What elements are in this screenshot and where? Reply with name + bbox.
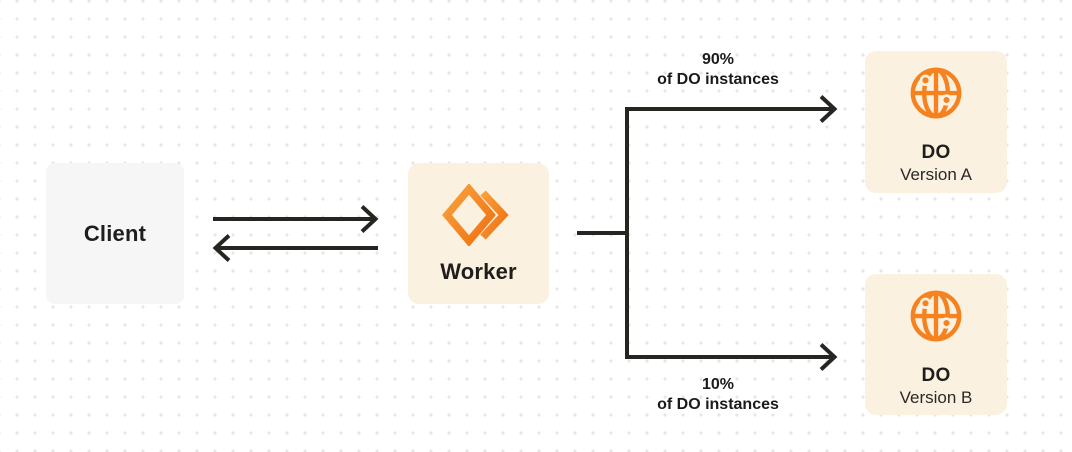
split-connector bbox=[577, 107, 833, 359]
globe-icon bbox=[908, 288, 964, 344]
client-node: Client bbox=[46, 163, 184, 304]
client-label: Client bbox=[83, 220, 147, 246]
do-version-b-node: DO Version B bbox=[865, 274, 1007, 415]
branch-10-caption: of DO instances bbox=[657, 396, 779, 413]
worker-label: Worker bbox=[440, 258, 517, 284]
branch-90-percent: 90% bbox=[701, 51, 735, 68]
do-a-title: DO bbox=[921, 142, 951, 163]
branch-90-caption: of DO instances bbox=[657, 71, 779, 88]
worker-node: Worker bbox=[408, 163, 549, 304]
globe-icon bbox=[908, 65, 964, 121]
arrow-to-do-version-a bbox=[819, 95, 838, 123]
do-b-title: DO bbox=[921, 365, 951, 386]
arrow-worker-to-client bbox=[212, 234, 378, 262]
do-a-subtitle: Version A bbox=[900, 165, 972, 184]
branch-10-percent: 10% bbox=[701, 376, 735, 393]
branch-10-label: 10% of DO instances bbox=[598, 375, 838, 415]
cloudflare-workers-icon bbox=[441, 183, 517, 246]
do-version-a-node: DO Version A bbox=[865, 51, 1007, 193]
arrow-to-do-version-b bbox=[819, 343, 838, 371]
arrow-client-to-worker bbox=[213, 205, 379, 233]
do-b-subtitle: Version B bbox=[899, 388, 973, 407]
branch-90-label: 90% of DO instances bbox=[598, 50, 838, 90]
